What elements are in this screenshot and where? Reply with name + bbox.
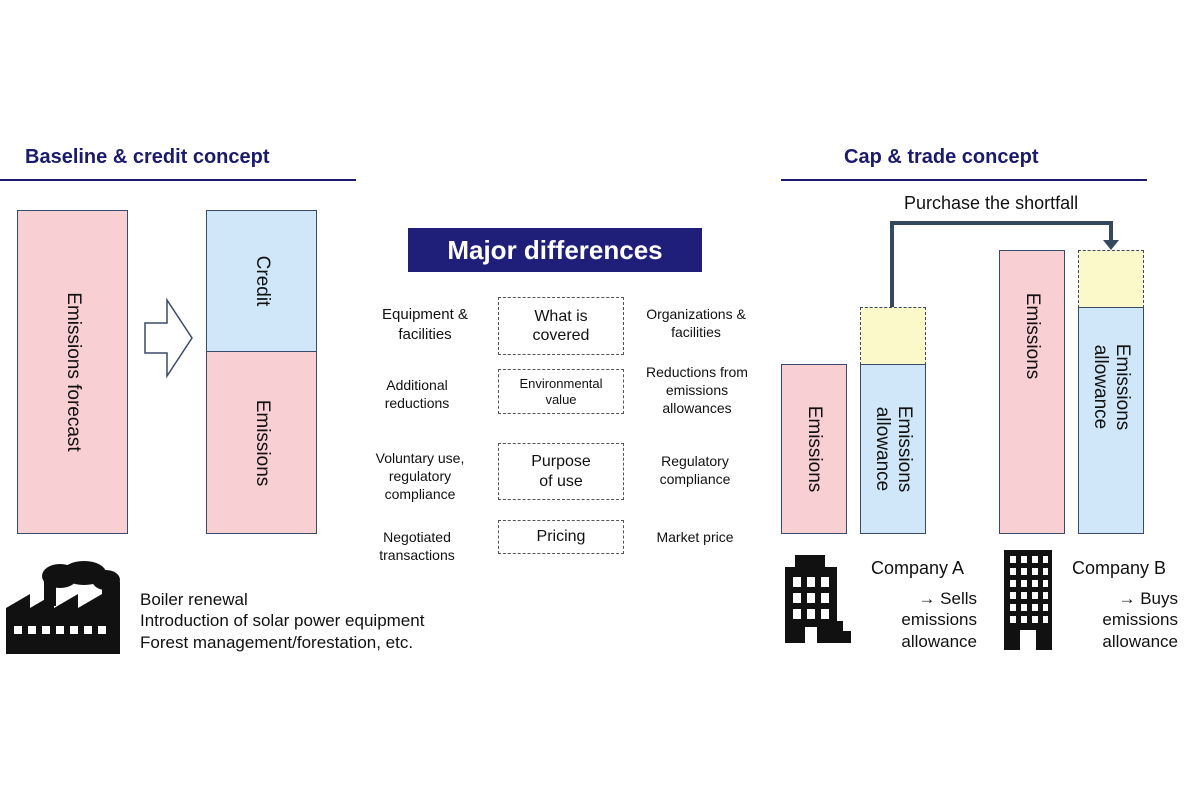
- diff-row2-right: Reductions from emissions allowances: [646, 364, 748, 417]
- purchase-shortfall-label: Purchase the shortfall: [904, 193, 1079, 213]
- diff-row3-left: Voluntary use, regulatory compliance: [375, 450, 465, 503]
- cap-trade-rule: [781, 179, 1147, 181]
- major-differences-title: Major differences: [408, 228, 702, 272]
- company-b-allowance-label: Emissions allowance: [1090, 343, 1133, 431]
- emissions-forecast-label: Emissions forecast: [62, 292, 84, 452]
- building-icon-b: [1004, 550, 1052, 650]
- company-a-name: Company A: [871, 558, 965, 578]
- credit-label: Credit: [251, 255, 273, 307]
- emissions-label-baseline: Emissions: [251, 399, 273, 486]
- company-a-action: → Sells emissions allowance: [901, 589, 977, 651]
- diff-row1-left: Equipment & facilities: [382, 306, 468, 343]
- company-a-allowance-bar: Emissions allowance: [860, 364, 926, 534]
- diff-row2-center: Environmental value: [498, 369, 624, 414]
- measure-item: Boiler renewal: [140, 590, 248, 609]
- diff-row3-right: Regulatory compliance: [659, 453, 731, 488]
- building-icon-a: [785, 555, 851, 643]
- diff-row1-center: What is covered: [498, 297, 624, 355]
- diff-row4-left: Negotiated transactions: [379, 529, 455, 564]
- baseline-credit-title: Baseline & credit concept: [25, 146, 270, 168]
- purchase-arrow-icon: [890, 221, 1119, 308]
- measures-list: Boiler renewal Introduction of solar pow…: [140, 589, 424, 653]
- emissions-bar-baseline: Emissions: [206, 351, 317, 534]
- company-a-emissions-bar: Emissions: [781, 364, 847, 534]
- factory-icon: [6, 561, 120, 654]
- company-a-emissions-label: Emissions: [803, 405, 825, 493]
- diff-row2-left: Additional reductions: [384, 377, 450, 412]
- emissions-forecast-bar: Emissions forecast: [17, 210, 128, 534]
- company-b-name: Company B: [1072, 558, 1167, 578]
- company-b-allowance-bar: Emissions allowance: [1078, 307, 1144, 534]
- measure-item: Introduction of solar power equipment: [140, 611, 425, 631]
- company-a-surplus-box: [860, 307, 926, 365]
- company-a-allowance-label: Emissions allowance: [872, 405, 915, 493]
- credit-bar: Credit: [206, 210, 317, 352]
- diff-row1-right: Organizations & facilities: [646, 306, 746, 341]
- diff-row3-center: Purpose of use: [498, 443, 624, 500]
- company-b-action: → Buys emissions allowance: [1102, 589, 1178, 651]
- company-b-emissions-bar: Emissions: [999, 250, 1065, 534]
- diff-row4-center: Pricing: [498, 520, 624, 554]
- cap-trade-title: Cap & trade concept: [844, 146, 1039, 168]
- company-b-emissions-label: Emissions: [1021, 292, 1043, 379]
- company-b-shortfall-box: [1078, 250, 1144, 308]
- right-arrow-icon: [144, 297, 193, 379]
- diff-row4-right: Market price: [656, 529, 734, 545]
- baseline-credit-rule: [0, 179, 356, 181]
- measure-item: Forest management/forestation, etc.: [140, 632, 414, 652]
